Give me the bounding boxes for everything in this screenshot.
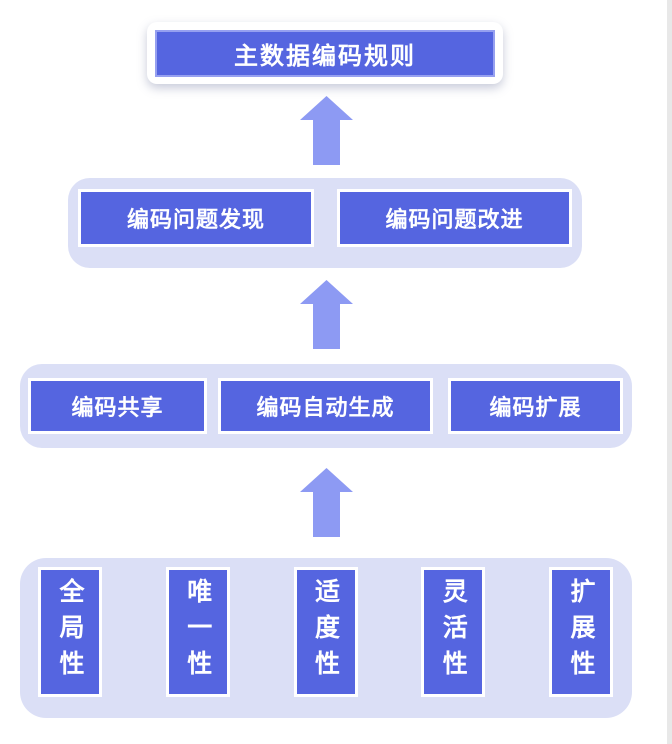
- title-label: 主数据编码规则: [234, 42, 416, 70]
- box-problem-discovery-label: 编码问题发现: [126, 207, 265, 232]
- box-uniqueness-label: 唯一性: [183, 578, 212, 686]
- up-arrow-icon: [300, 280, 353, 349]
- up-arrow-icon: [300, 96, 353, 165]
- improvement-row: 编码问题发现 编码问题改进: [68, 178, 582, 268]
- box-flexibility: 灵活性: [421, 567, 486, 697]
- principle-row: 全局性 唯一性 适度性 灵活性 扩展性: [20, 558, 632, 718]
- box-code-extension: 编码扩展: [448, 378, 623, 434]
- box-code-extension-label: 编码扩展: [489, 395, 582, 420]
- box-problem-discovery: 编码问题发现: [78, 189, 314, 247]
- capability-row: 编码共享 编码自动生成 编码扩展: [20, 364, 632, 448]
- up-arrow-icon: [300, 468, 353, 537]
- box-problem-improvement: 编码问题改进: [337, 189, 572, 247]
- box-moderation: 适度性: [293, 567, 358, 697]
- box-extensibility: 扩展性: [549, 567, 613, 697]
- title-box: 主数据编码规则: [155, 29, 495, 77]
- scrollbar-track[interactable]: [667, 0, 672, 744]
- box-uniqueness: 唯一性: [165, 567, 230, 697]
- box-code-auto-generation: 编码自动生成: [218, 378, 433, 434]
- box-code-sharing: 编码共享: [28, 378, 207, 434]
- title-card: 主数据编码规则: [147, 22, 503, 84]
- box-moderation-label: 适度性: [311, 578, 340, 686]
- box-globality: 全局性: [38, 567, 102, 697]
- box-extensibility-label: 扩展性: [567, 578, 595, 686]
- box-problem-improvement-label: 编码问题改进: [385, 207, 524, 232]
- box-code-auto-generation-label: 编码自动生成: [256, 395, 395, 420]
- box-flexibility-label: 灵活性: [439, 578, 468, 686]
- box-code-sharing-label: 编码共享: [71, 395, 164, 420]
- box-globality-label: 全局性: [56, 578, 84, 686]
